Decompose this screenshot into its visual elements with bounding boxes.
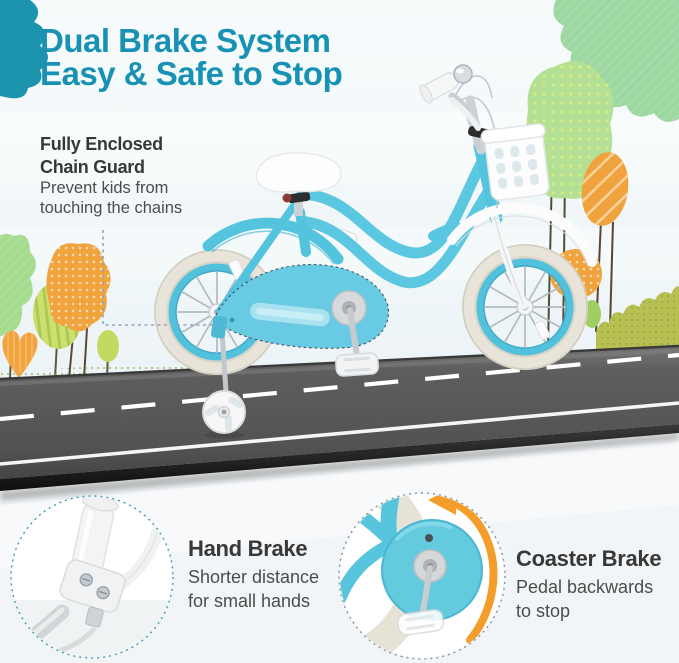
- inset-dashed-border-right: [338, 492, 506, 660]
- coaster-brake-body-line2: to stop: [516, 601, 571, 621]
- inset-dashed-border-left: [10, 495, 174, 659]
- corner-blob-icon: [0, 0, 48, 99]
- saddle: [255, 152, 342, 216]
- front-reflector: [535, 320, 550, 340]
- rear-wheel: [154, 249, 280, 375]
- basket: [480, 123, 550, 201]
- road: [0, 344, 679, 501]
- coaster-brake-body-line1: Pedal backwards: [516, 577, 654, 597]
- inset-coaster-brake: [338, 492, 506, 660]
- crank-arm: [347, 307, 360, 359]
- callout-chain-guard: Fully Enclosed Chain Guard Prevent kids …: [40, 133, 182, 218]
- light-sweep: [0, 442, 679, 568]
- headline-line1: Dual Brake System: [40, 22, 331, 59]
- chain-guard-body-line2: touching the chains: [40, 199, 183, 217]
- feature-hand-brake: Hand Brake Shorter distance for small ha…: [188, 536, 319, 613]
- road-center-dashed-line: [0, 352, 679, 422]
- feature-coaster-brake: Coaster Brake Pedal backwards to stop: [516, 546, 662, 623]
- brake-lever: [449, 97, 481, 131]
- coaster-brake-heading: Coaster Brake: [516, 546, 662, 571]
- bell-icon: [453, 64, 473, 84]
- hand-brake-body-line1: Shorter distance: [188, 567, 320, 587]
- rotate-arrow-icon: [446, 497, 498, 644]
- front-fender: [447, 202, 597, 267]
- chain-guard-heading-line1: Fully Enclosed: [40, 134, 163, 154]
- pedal: [335, 352, 379, 377]
- chain-guard-heading-line2: Chain Guard: [40, 156, 145, 177]
- trees-left: [0, 233, 119, 380]
- training-wheel: [202, 315, 246, 439]
- headline-line2: Easy & Safe to Stop: [40, 55, 343, 92]
- hand-brake-body-line2: for small hands: [188, 591, 311, 611]
- clamp-photo: [59, 559, 126, 613]
- chain-guard-body-line1: Prevent kids from: [40, 179, 169, 197]
- headline: Dual Brake System Easy & Safe to Stop: [40, 22, 343, 92]
- chain-guard: [213, 264, 390, 349]
- bicycle: [154, 64, 597, 439]
- chain-guard-dashed-outline: [213, 264, 390, 349]
- handlebar: [419, 64, 499, 209]
- pedal-closeup: [397, 609, 445, 636]
- hand-brake-heading: Hand Brake: [188, 536, 308, 561]
- rear-fender: [202, 217, 344, 265]
- road-edge-line: [0, 401, 679, 466]
- inset-hand-brake: [10, 495, 174, 659]
- rotate-arrow-head-icon: [428, 494, 456, 515]
